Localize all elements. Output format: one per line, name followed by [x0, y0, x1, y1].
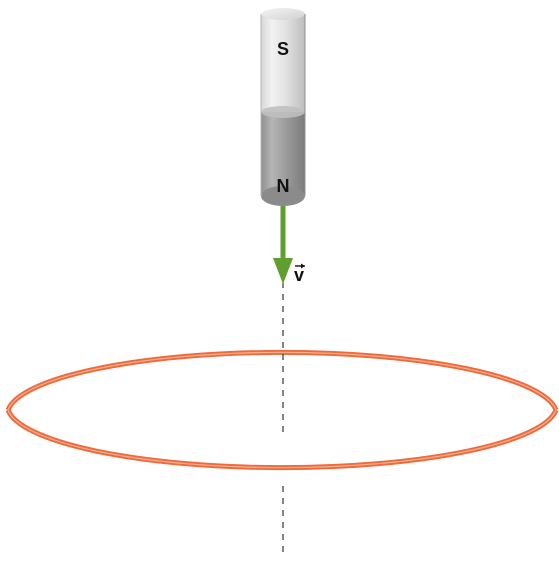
loop-back-arc	[5, 349, 559, 411]
magnet-bottom-cap	[261, 186, 305, 206]
loop-back-arc-highlight	[7, 351, 557, 411]
bar-magnet: S N	[260, 8, 306, 206]
magnet-top-body	[261, 14, 305, 112]
magnet-top-cap	[261, 8, 305, 20]
loop-front-arc-highlight	[7, 409, 557, 469]
north-pole-label: N	[277, 176, 290, 196]
velocity-arrow-head	[273, 258, 293, 284]
loop-front-arc	[5, 409, 559, 471]
magnet-division	[261, 106, 305, 118]
south-pole-label: S	[277, 39, 289, 59]
velocity-label-text: v	[294, 265, 304, 285]
velocity-vector-arrowhead	[301, 263, 305, 269]
velocity-arrow	[273, 206, 293, 284]
magnet-bottom-body	[261, 112, 305, 196]
velocity-label: v	[294, 263, 305, 285]
